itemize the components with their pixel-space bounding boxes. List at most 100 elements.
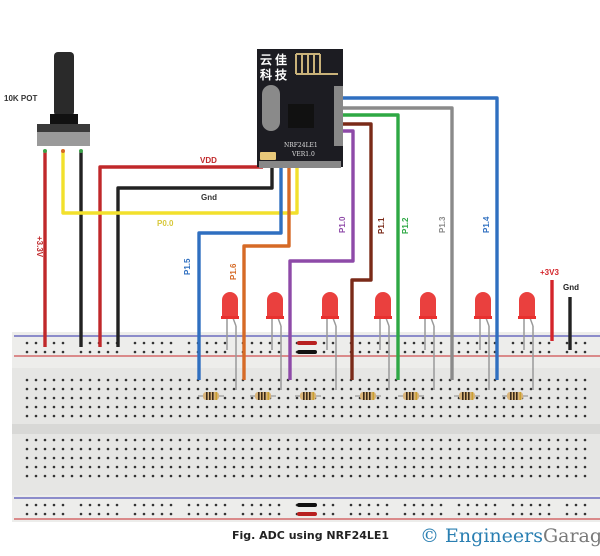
breadboard-hole: [547, 341, 551, 345]
breadboard-hole: [394, 474, 398, 478]
breadboard-hole: [25, 341, 29, 345]
breadboard-hole: [259, 512, 263, 516]
breadboard-hole: [124, 396, 128, 400]
breadboard-hole: [331, 378, 335, 382]
breadboard-hole: [403, 350, 407, 354]
breadboard-hole: [160, 387, 164, 391]
breadboard-hole: [34, 396, 38, 400]
breadboard-hole: [115, 378, 119, 382]
breadboard-hole: [457, 341, 461, 345]
breadboard-hole: [43, 405, 47, 409]
wire-p10: [288, 129, 355, 380]
breadboard-hole: [421, 405, 425, 409]
breadboard-hole: [547, 465, 551, 469]
breadboard-hole: [205, 512, 209, 516]
breadboard-hole: [484, 405, 488, 409]
breadboard-hole: [349, 396, 353, 400]
breadboard-hole: [169, 438, 173, 442]
breadboard-hole: [88, 378, 92, 382]
breadboard-hole: [430, 512, 434, 516]
breadboard-hole: [79, 456, 83, 460]
breadboard-hole: [25, 396, 29, 400]
breadboard-hole: [421, 512, 425, 516]
nrf24le1-module: 云 佳 科 技 NRF24LE1 VER1.0: [257, 49, 343, 168]
breadboard-hole: [502, 396, 506, 400]
breadboard-hole: [394, 438, 398, 442]
breadboard-hole: [52, 414, 56, 418]
breadboard-hole: [205, 465, 209, 469]
breadboard-hole: [196, 512, 200, 516]
breadboard-hole: [439, 378, 443, 382]
breadboard-hole: [565, 341, 569, 345]
breadboard-hole: [385, 465, 389, 469]
breadboard-hole: [385, 414, 389, 418]
breadboard-hole: [511, 438, 515, 442]
copyright-icon: ©: [420, 525, 439, 547]
breadboard-hole: [178, 456, 182, 460]
breadboard-hole: [214, 350, 218, 354]
breadboard-hole: [304, 438, 308, 442]
breadboard-hole: [61, 387, 65, 391]
breadboard-hole: [403, 341, 407, 345]
breadboard-hole: [322, 341, 326, 345]
breadboard-hole: [106, 456, 110, 460]
breadboard-hole: [142, 512, 146, 516]
breadboard-hole: [151, 438, 155, 442]
label-v33-rail: +3V3: [540, 268, 559, 277]
breadboard-hole: [196, 405, 200, 409]
breadboard-hole: [115, 405, 119, 409]
breadboard-hole: [484, 341, 488, 345]
breadboard-hole: [574, 387, 578, 391]
breadboard-hole: [313, 387, 317, 391]
breadboard-hole: [205, 378, 209, 382]
breadboard-hole: [61, 405, 65, 409]
breadboard-hole: [574, 474, 578, 478]
breadboard-hole: [457, 447, 461, 451]
side-header: [334, 86, 343, 146]
breadboard-hole: [25, 414, 29, 418]
breadboard-hole: [466, 414, 470, 418]
breadboard-hole: [160, 512, 164, 516]
breadboard-hole: [232, 387, 236, 391]
breadboard-hole: [493, 512, 497, 516]
breadboard-hole: [412, 438, 416, 442]
breadboard-hole: [106, 396, 110, 400]
breadboard-hole: [52, 456, 56, 460]
breadboard-hole: [403, 465, 407, 469]
breadboard-hole: [61, 512, 65, 516]
breadboard-hole: [241, 503, 245, 507]
breadboard-hole: [205, 503, 209, 507]
breadboard-hole: [88, 456, 92, 460]
breadboard-hole: [259, 474, 263, 478]
breadboard-hole: [547, 414, 551, 418]
breadboard-hole: [430, 387, 434, 391]
breadboard-hole: [313, 456, 317, 460]
breadboard-hole: [196, 474, 200, 478]
wire-p16: [242, 167, 291, 380]
brand-logo: © EngineersGarage: [420, 525, 600, 547]
breadboard-hole: [277, 503, 281, 507]
breadboard-hole: [187, 456, 191, 460]
breadboard-hole: [286, 465, 290, 469]
breadboard-hole: [79, 387, 83, 391]
breadboard-hole: [70, 405, 74, 409]
breadboard-hole: [61, 465, 65, 469]
breadboard-hole: [322, 447, 326, 451]
breadboard-hole: [151, 447, 155, 451]
breadboard-hole: [223, 447, 227, 451]
breadboard-hole: [259, 438, 263, 442]
breadboard-hole: [232, 465, 236, 469]
led: [474, 292, 492, 390]
breadboard-hole: [178, 387, 182, 391]
breadboard-hole: [529, 447, 533, 451]
breadboard-hole: [205, 350, 209, 354]
breadboard-hole: [169, 503, 173, 507]
breadboard-hole: [322, 474, 326, 478]
breadboard-hole: [538, 438, 542, 442]
breadboard-hole: [367, 465, 371, 469]
breadboard-hole: [511, 474, 515, 478]
breadboard-hole: [133, 378, 137, 382]
rail-jumper-top-gnd: [297, 350, 317, 354]
breadboard-hole: [79, 350, 83, 354]
